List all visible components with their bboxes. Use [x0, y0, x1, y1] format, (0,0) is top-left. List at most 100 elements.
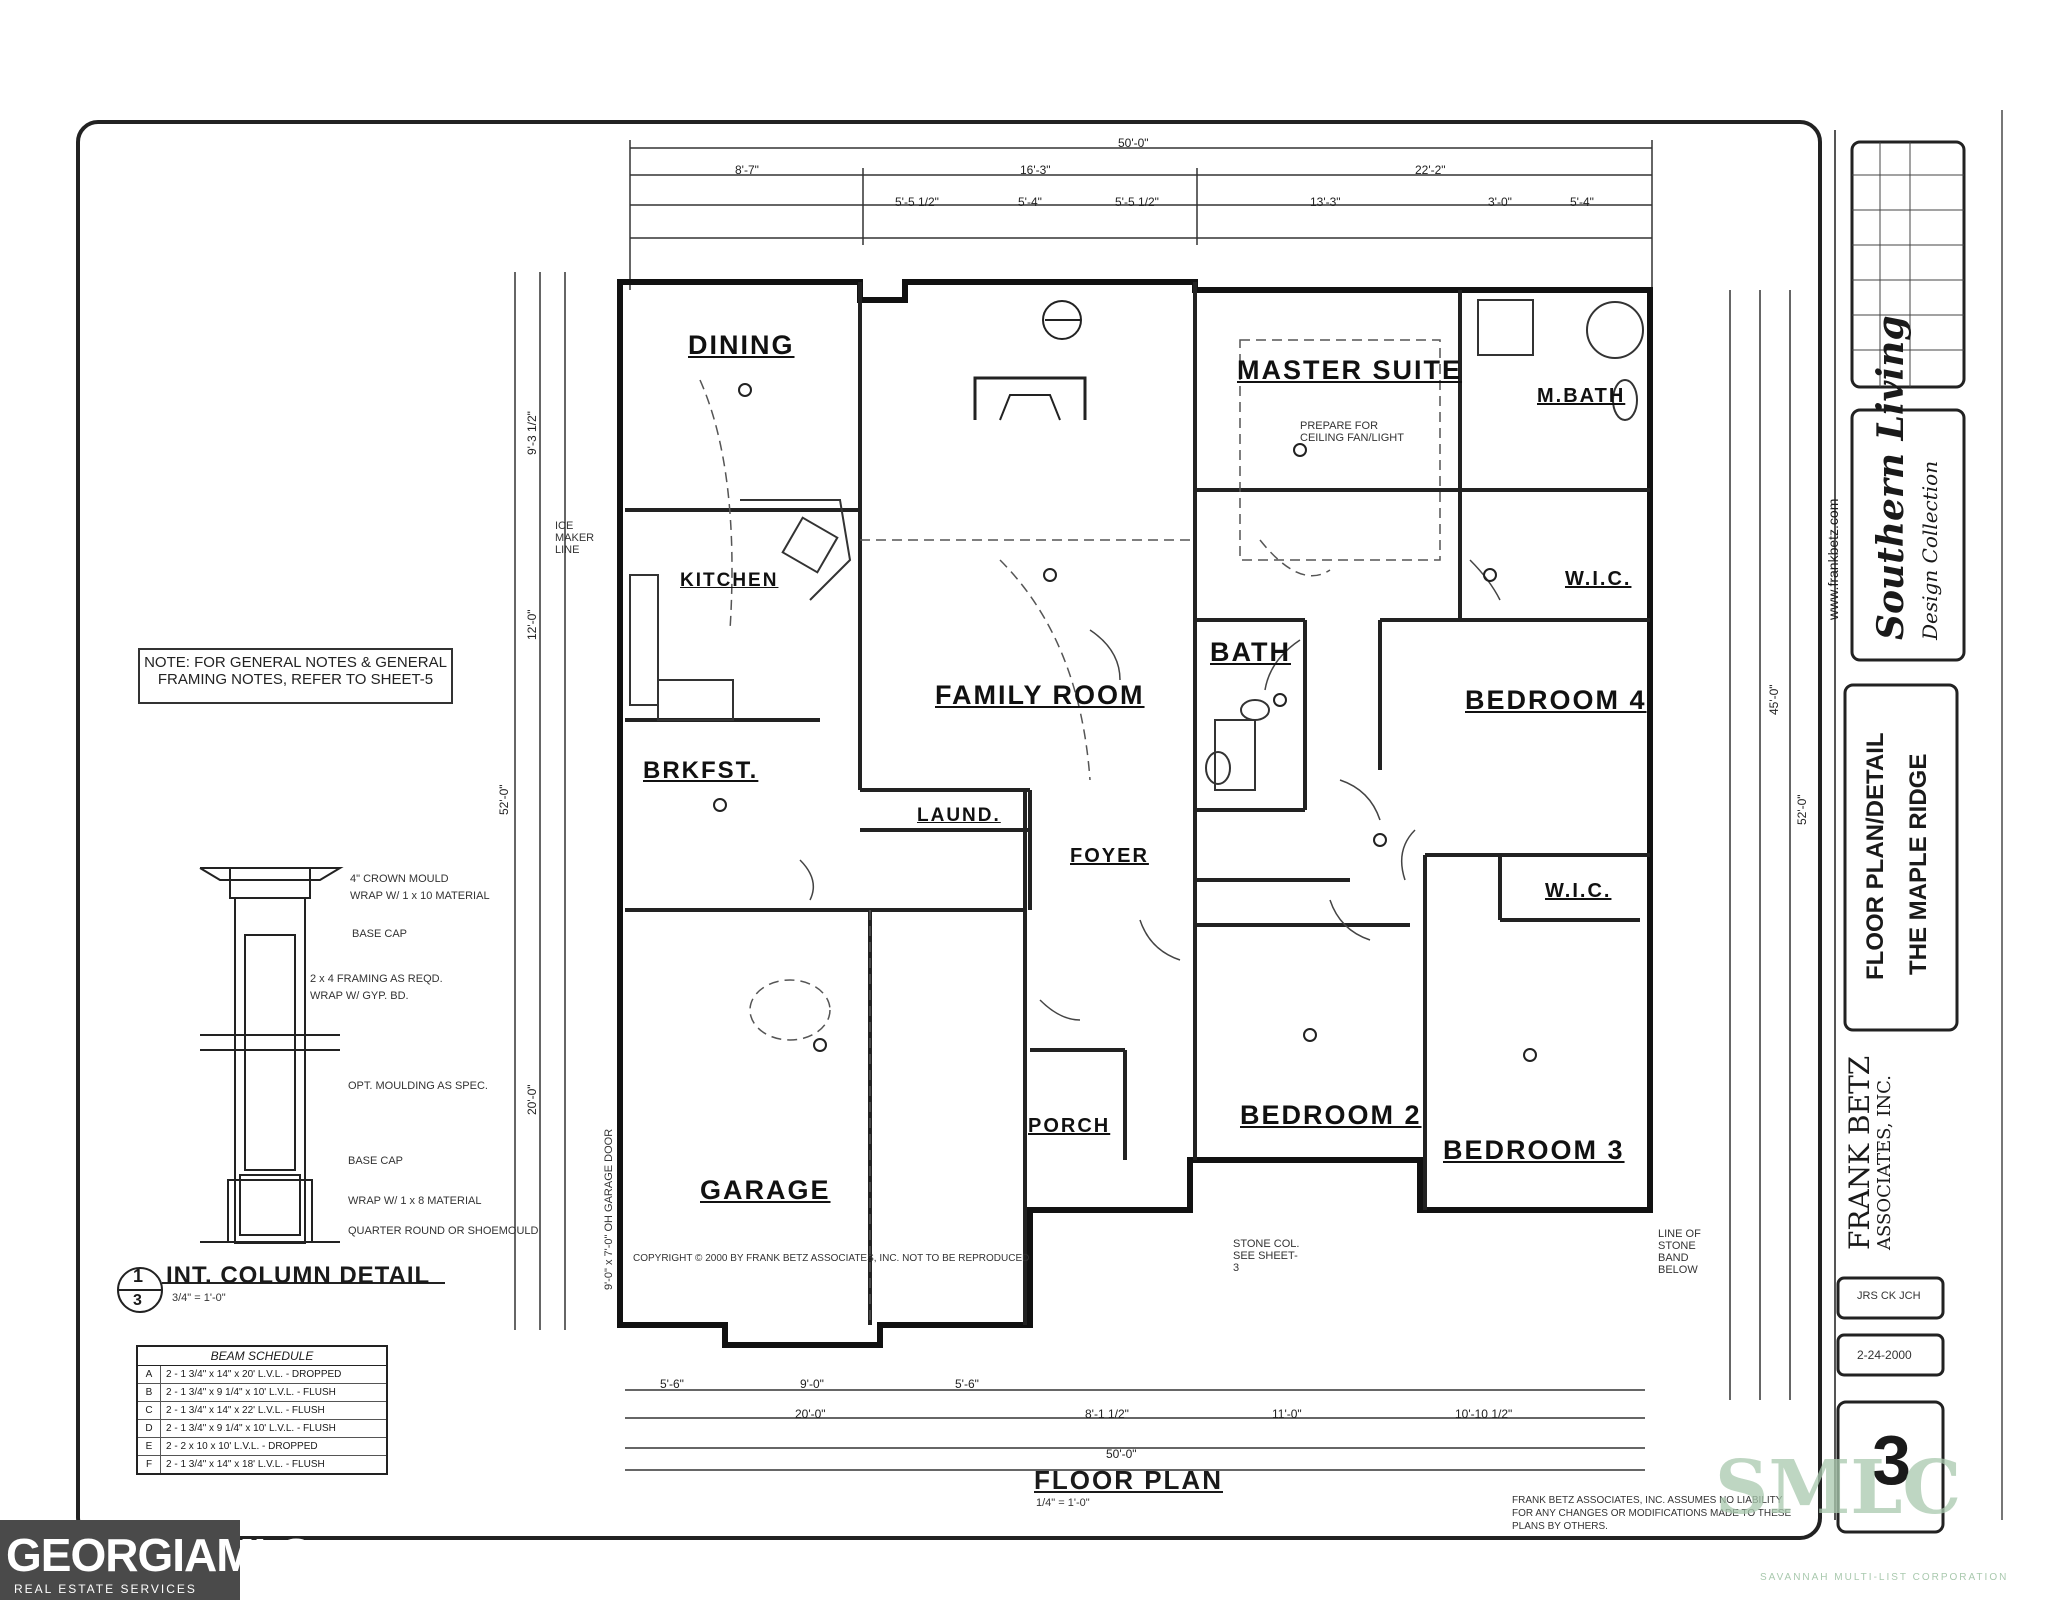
room-label-wic: W.I.C.: [1545, 880, 1612, 902]
georgia-mls-sub: REAL ESTATE SERVICES: [14, 1582, 197, 1596]
column-callout-1: 4" CROWN MOULD: [350, 873, 449, 885]
north-arrow: [1042, 300, 1082, 340]
brand-sub: Design Collection: [1918, 460, 1942, 640]
exterior-walls: [617, 279, 1653, 1348]
firm-sub: ASSOCIATES, INC.: [1874, 1075, 1895, 1250]
dim-right-1: 45'-0": [1767, 684, 1781, 715]
dim-left-4: 20'-0": [525, 1084, 539, 1115]
column-detail-drawing: [199, 867, 344, 1244]
note-master-ceiling: PREPARE FOR CEILING FAN/LIGHT: [1300, 420, 1404, 444]
dim-second-5: 3'-0": [1488, 195, 1512, 209]
detail-number: 1: [133, 1266, 144, 1286]
room-label-bath: BATH: [1210, 637, 1291, 667]
room-label-garage: GARAGE: [700, 1175, 831, 1205]
dim-bottom1-2: 9'-0": [800, 1377, 824, 1391]
dim-bottom1-1: 5'-6": [660, 1377, 684, 1391]
dim-left-3: 52'-0": [497, 784, 511, 815]
column-callout-4: 2 x 4 FRAMING AS REQD.: [310, 973, 443, 985]
dim-second-1: 5'-5 1/2": [895, 195, 939, 209]
sheet-title: FLOOR PLAN/DETAIL: [1862, 732, 1889, 980]
dim-overall-top: 50'-0": [1118, 136, 1149, 150]
room-label-dining: DINING: [688, 330, 795, 360]
beam-schedule-title: BEAM SCHEDULE: [138, 1347, 386, 1366]
room-label-bedroom-4: BEDROOM 4: [1465, 685, 1647, 715]
smlc-watermark-sub: SAVANNAH MULTI-LIST CORPORATION: [1760, 1572, 2009, 1583]
dim-second-4: 13'-3": [1310, 195, 1341, 209]
dim-second-6: 5'-4": [1570, 195, 1594, 209]
dim-left-1: 9'-3 1/2": [525, 411, 539, 455]
dim-bottom2-2: 8'-1 1/2": [1085, 1407, 1129, 1421]
column-callout-7: BASE CAP: [348, 1155, 404, 1167]
disclaimer-line-2: FOR ANY CHANGES OR MODIFICATIONS MADE TO…: [1512, 1508, 1792, 1519]
disclaimer-line-3: PLANS BY OTHERS.: [1512, 1521, 1608, 1532]
note-stone-band: LINE OF STONE BAND BELOW: [1658, 1228, 1701, 1276]
note-garage-door: 9'-0" x 7'-0" OH GARAGE DOOR: [603, 1128, 615, 1290]
column-detail-scale: 3/4" = 1'-0": [172, 1292, 226, 1304]
georgia-mls-logo: GEORGIAMLS REAL ESTATE SERVICES: [0, 1520, 311, 1600]
ceiling-lines: [699, 339, 1441, 1320]
general-notes-box: NOTE: FOR GENERAL NOTES & GENERAL FRAMIN…: [138, 648, 453, 704]
dimension-lines: [514, 140, 1791, 1471]
fireplace: [973, 376, 1087, 420]
sheet-border: [76, 120, 1822, 1540]
plan-date: 2-24-2000: [1857, 1348, 1912, 1362]
drawn-by: JRS CK JCH: [1857, 1290, 1921, 1302]
website-text: www.frankbetz.com: [1825, 498, 1841, 620]
dim-second-3: 5'-5 1/2": [1115, 195, 1159, 209]
detail-callout-marker: [117, 1267, 445, 1313]
floor-plan-scale: 1/4" = 1'-0": [1036, 1497, 1090, 1509]
room-label-wic-master: W.I.C.: [1565, 568, 1632, 590]
sheet-number: 3: [1872, 1421, 1911, 1499]
brand-logo: Southern Living: [1870, 315, 1912, 641]
kitchen-counters: [629, 499, 852, 721]
room-label-kitchen: KITCHEN: [680, 570, 779, 591]
dim-second-2: 5'-4": [1018, 195, 1042, 209]
column-detail-title: INT. COLUMN DETAIL: [166, 1262, 431, 1289]
room-label-master-suite: MASTER SUITE: [1237, 355, 1463, 385]
column-callout-2: WRAP W/ 1 x 10 MATERIAL: [350, 890, 490, 902]
column-callout-5: WRAP W/ GYP. BD.: [310, 990, 409, 1002]
floor-plan-title: FLOOR PLAN: [1034, 1465, 1223, 1495]
room-label-laund: LAUND.: [917, 805, 1001, 826]
detail-sheet: 3: [133, 1292, 142, 1309]
plan-name: THE MAPLE RIDGE: [1905, 753, 1932, 975]
room-label-brkfst: BRKFST.: [643, 757, 759, 784]
room-label-bedroom-3: BEDROOM 3: [1443, 1135, 1625, 1165]
dim-bottom2-4: 10'-10 1/2": [1455, 1407, 1513, 1421]
room-label-bedroom-2: BEDROOM 2: [1240, 1100, 1422, 1130]
interior-walls: [625, 282, 1650, 1325]
dim-overall-bottom: 50'-0": [1106, 1447, 1137, 1461]
dim-bottom1-3: 5'-6": [955, 1377, 979, 1391]
room-label-family-room: FAMILY ROOM: [935, 680, 1145, 710]
copyright-note: COPYRIGHT © 2000 BY FRANK BETZ ASSOCIATE…: [633, 1253, 1030, 1264]
dim-right-2: 52'-0": [1795, 794, 1809, 825]
light-fixtures: [713, 383, 1537, 1062]
room-label-porch: PORCH: [1028, 1115, 1111, 1137]
firm-name: FRANK BETZ: [1843, 1055, 1876, 1250]
dim-left-2: 12'-0": [525, 609, 539, 640]
note-stone: STONE COL. SEE SHEET-3: [1233, 1238, 1300, 1274]
dim-top-3: 22'-2": [1415, 163, 1446, 177]
georgia-mls-text: GEORGIAMLS: [6, 1529, 311, 1581]
bath-fixtures: [1205, 299, 1644, 791]
dim-bottom2-1: 20'-0": [795, 1407, 826, 1421]
note-icemaker: ICE MAKER LINE: [555, 520, 595, 556]
column-callout-8: WRAP W/ 1 x 8 MATERIAL: [348, 1195, 482, 1207]
column-callout-3: BASE CAP: [352, 928, 408, 940]
disclaimer-line-1: FRANK BETZ ASSOCIATES, INC. ASSUMES NO L…: [1512, 1495, 1783, 1506]
column-callout-6: OPT. MOULDING AS SPEC.: [348, 1080, 488, 1092]
dim-top-2: 16'-3": [1020, 163, 1051, 177]
column-callout-9: QUARTER ROUND OR SHOEMOULD: [348, 1225, 539, 1237]
room-label-foyer: FOYER: [1070, 845, 1149, 867]
smlc-watermark: SMLC: [1715, 1445, 1962, 1531]
dim-bottom2-3: 11'-0": [1272, 1407, 1302, 1421]
title-block: [1836, 140, 1966, 1534]
